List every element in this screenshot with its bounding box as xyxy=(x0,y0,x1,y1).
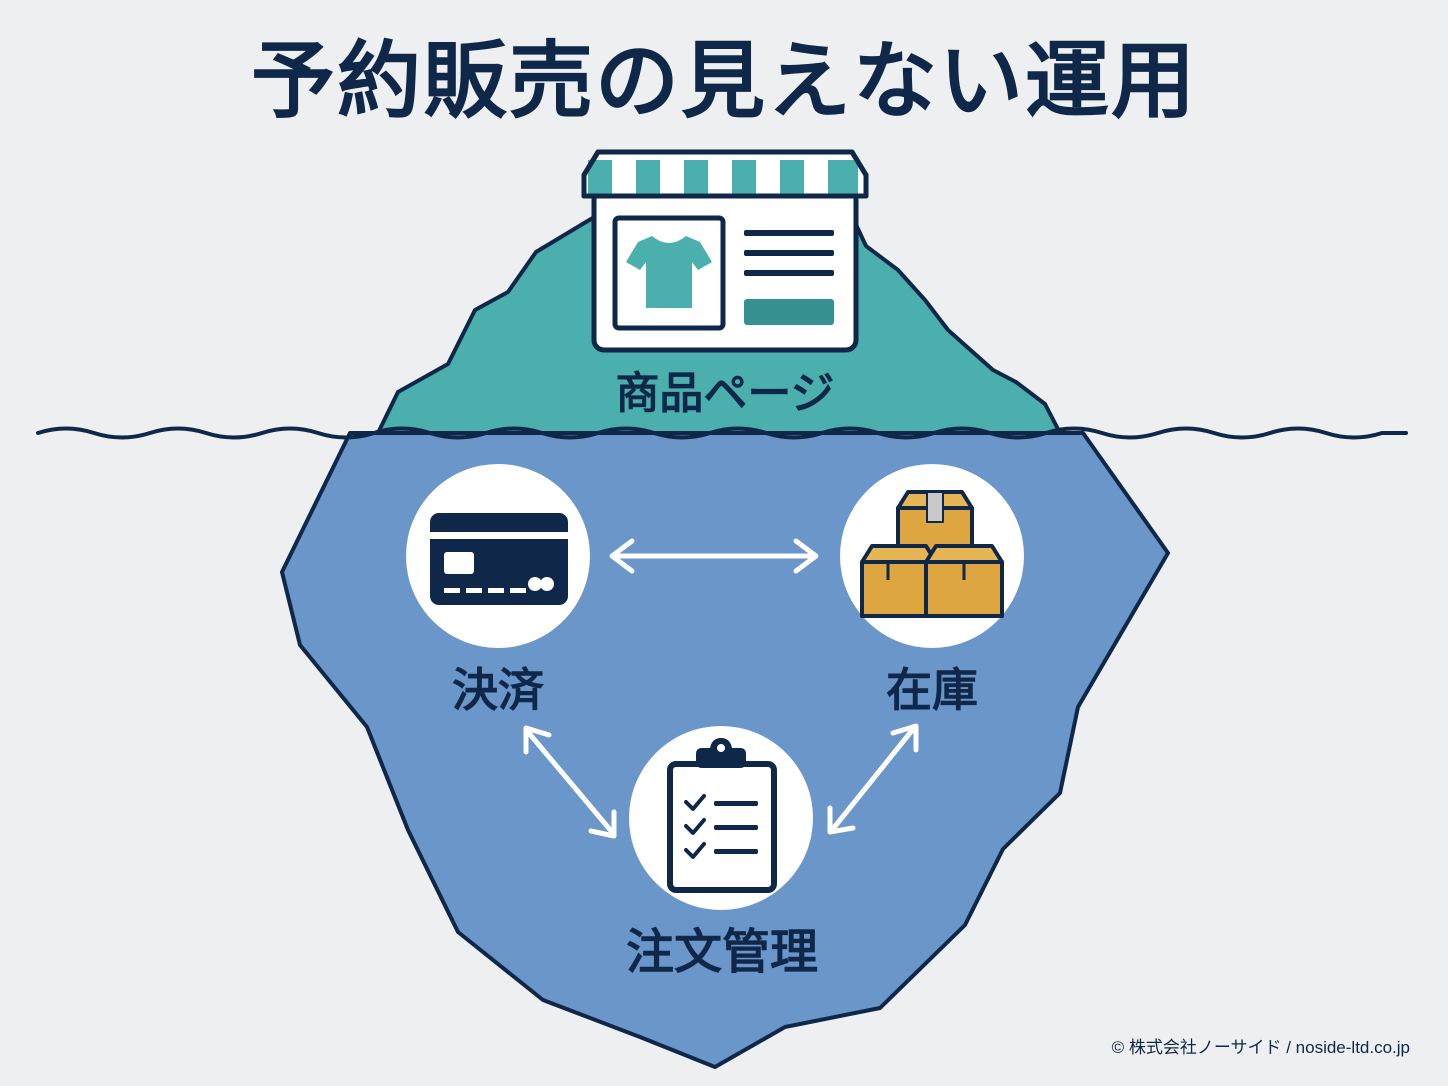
clipboard-checklist-icon xyxy=(667,738,777,893)
storefront-icon xyxy=(581,149,869,353)
credit-card-icon xyxy=(430,513,568,605)
orders-node xyxy=(629,726,813,910)
page-title: 予約販売の見えない運用 xyxy=(251,32,1197,130)
inventory-label: 在庫 xyxy=(886,663,978,717)
inventory-node xyxy=(840,464,1024,648)
orders-label: 注文管理 xyxy=(626,924,818,980)
arrow-payment-orders xyxy=(523,725,617,839)
arrow-inventory-orders xyxy=(827,723,919,835)
payment-label: 決済 xyxy=(452,663,545,717)
payment-node xyxy=(406,464,590,648)
waterline xyxy=(36,426,1408,440)
tshirt-icon xyxy=(626,236,712,308)
copyright-credit: © 株式会社ノーサイド / noside-ltd.co.jp xyxy=(1112,1038,1410,1057)
product-page-label: 商品ページ xyxy=(615,368,834,419)
boxes-icon xyxy=(860,490,1004,618)
arrow-payment-inventory xyxy=(609,538,819,574)
